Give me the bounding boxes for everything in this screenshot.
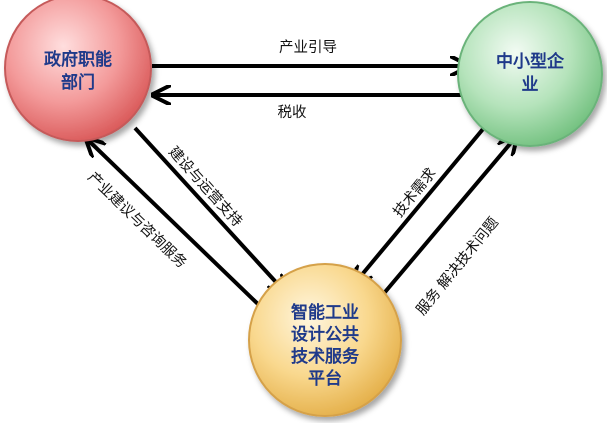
label-service-solve: 服务 解决技术问题 [413,214,502,318]
node-sme-line-1: 中小型企 [496,51,565,72]
node-government-line-2: 部门 [61,72,95,93]
node-platform: 智能工业 设计公共 技术服务 平台 [248,263,402,417]
node-platform-line-2: 设计公共 [291,324,359,345]
node-platform-line-4: 平台 [308,368,342,389]
label-tax: 税收 [278,104,307,121]
arrow-build-operate-support [133,126,285,292]
node-platform-line-1: 智能工业 [291,302,359,323]
node-platform-line-3: 技术服务 [291,346,360,367]
arrow-service-solve [378,138,515,300]
node-sme-line-2: 业 [522,75,539,95]
node-government: 政府职能 部门 [4,0,152,142]
label-industry-guidance: 产业引导 [279,39,337,56]
label-industry-advice: 产业建议与咨询服务 [84,169,190,272]
node-government-line-1: 政府职能 [44,49,112,70]
node-sme: 中小型企 业 [457,1,603,147]
arrow-tech-demand [355,121,490,283]
arrow-industry-advice [88,140,264,310]
label-build-operate-support: 建设与运营支持 [165,143,246,230]
